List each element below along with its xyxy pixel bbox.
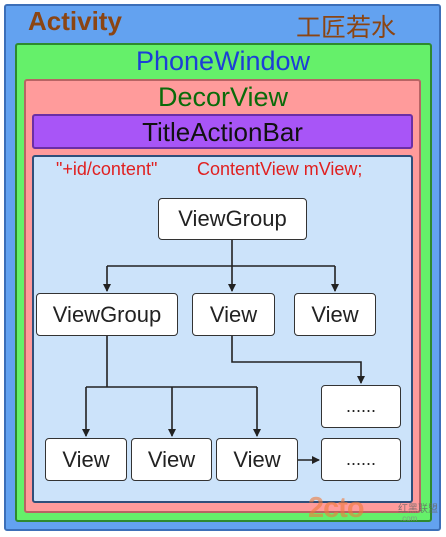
leaf-view-node-1: View: [45, 438, 127, 481]
arrow-to-more-1: [231, 336, 365, 384]
site-logo-watermark: 2cto: [308, 492, 365, 524]
decor-view-title: DecorView: [157, 82, 289, 112]
child-view-node-1: View: [192, 293, 275, 336]
ellipsis-node-2: ......: [321, 438, 401, 481]
phone-window-title: PhoneWindow: [135, 46, 311, 76]
child-view-node-2: View: [294, 293, 376, 336]
content-view-label: ContentView mView;: [197, 159, 363, 179]
content-id-label: "+id/content": [56, 159, 158, 179]
ellipsis-node-1: ......: [321, 385, 401, 428]
title-action-bar-layer: [32, 114, 413, 149]
title-action-bar-label: TitleActionBar: [142, 117, 303, 147]
leaf-view-node-3: View: [216, 438, 298, 481]
site-name-watermark: 红黑联盟: [398, 504, 438, 515]
child-viewgroup-node: ViewGroup: [36, 293, 178, 336]
activity-title: Activity: [28, 6, 122, 36]
root-viewgroup-node: ViewGroup: [158, 198, 307, 240]
leaf-view-node-2: View: [131, 438, 212, 481]
author-watermark: 工匠若水: [296, 13, 397, 42]
site-url-watermark: .com: [400, 514, 418, 523]
